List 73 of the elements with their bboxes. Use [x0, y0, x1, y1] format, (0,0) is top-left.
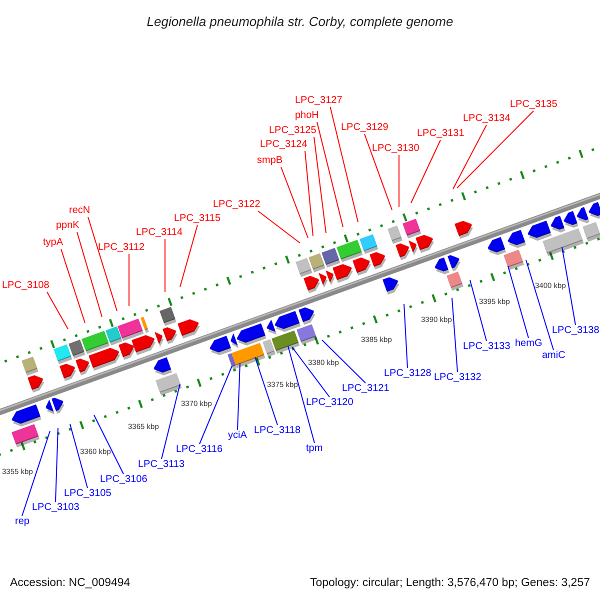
leader-line: [46, 292, 68, 330]
gene-label: LPC_3124: [260, 139, 308, 151]
leader-line: [76, 232, 102, 318]
leader-line: [128, 254, 130, 306]
gene-label: LPC_3112: [98, 242, 145, 254]
gene-label: LPC_3127: [295, 95, 342, 107]
leader-line: [470, 280, 487, 342]
leader-line: [55, 428, 58, 502]
leader-line: [330, 106, 358, 222]
gene-label: rep: [15, 516, 30, 528]
leader-line: [288, 346, 315, 444]
leader-line: [452, 298, 458, 372]
gene-label: amiC: [542, 350, 566, 362]
gene-label: LPC_3125: [269, 125, 316, 137]
leader-line: [526, 260, 554, 350]
gene-label: LPC_3129: [341, 122, 388, 134]
gene-label: LPC_3105: [64, 488, 112, 500]
gene-label: LPC_3131: [417, 128, 464, 140]
gene-label: hemG: [515, 338, 542, 350]
gene-label: LPC_3122: [213, 199, 260, 211]
gene-label: typA: [43, 237, 64, 249]
leader-line: [94, 414, 124, 474]
leader-line: [364, 134, 392, 210]
leader-line: [180, 224, 198, 288]
gene-label: LPC_3128: [384, 368, 432, 380]
leader-line: [316, 122, 344, 228]
gene-label: LPC_3106: [100, 474, 148, 486]
leader-line: [70, 424, 88, 488]
footer-text: Topology: circular; Length: 3,576,470 bp; Genes: 3,257: [310, 576, 590, 591]
leader-line: [314, 136, 326, 234]
diagram-title: Legionella pneumophila str. Corby, complete genome: [146, 14, 454, 29]
footer-text: Accession: NC_009494: [10, 576, 130, 591]
gene-label: recN: [69, 205, 90, 217]
leader-line: [456, 110, 534, 188]
gene-label: LPC_3121: [342, 383, 390, 395]
gene-label: LPC_3130: [372, 143, 420, 155]
leader-line: [199, 366, 232, 444]
gene-label: LPC_3118: [254, 425, 301, 437]
leader-line: [410, 140, 441, 204]
gene-label: phoH: [295, 110, 319, 122]
gene-label: LPC_3114: [136, 227, 183, 239]
leader-line: [22, 430, 50, 516]
gene-label: LPC_3115: [174, 213, 221, 225]
leader-line: [562, 246, 576, 326]
gene-label: LPC_3108: [2, 280, 50, 292]
leader-line: [258, 210, 300, 244]
leader-line: [161, 384, 180, 460]
leader-line: [292, 346, 330, 398]
leader-line: [452, 124, 487, 190]
leader-line: [304, 150, 314, 236]
leader-line: [322, 340, 366, 384]
leader-line: [164, 238, 166, 292]
gene-label: LPC_3138: [552, 325, 600, 337]
gene-label: LPC_3103: [32, 502, 80, 514]
leader-line: [398, 154, 400, 208]
leader-line: [60, 248, 86, 324]
leader-line: [280, 166, 308, 238]
gene-label: tpm: [306, 443, 323, 455]
gene-label: LPC_3135: [510, 99, 558, 111]
gene-label: smpB: [257, 155, 283, 167]
gene-label: yciA: [228, 430, 247, 442]
leader-line: [254, 356, 278, 426]
gene-label: LPC_3132: [434, 372, 482, 384]
gene-label: LPC_3133: [463, 341, 510, 353]
leader-line: [88, 216, 118, 312]
gene-label: ppnK: [56, 220, 80, 232]
gene-label: LPC_3120: [306, 397, 354, 409]
leader-line: [237, 362, 240, 430]
gene-label: LPC_3116: [176, 444, 223, 456]
gene-label: LPC_3113: [138, 459, 185, 471]
leader-line: [404, 304, 408, 368]
gene-label: LPC_3134: [463, 113, 510, 125]
leader-line: [508, 266, 529, 338]
